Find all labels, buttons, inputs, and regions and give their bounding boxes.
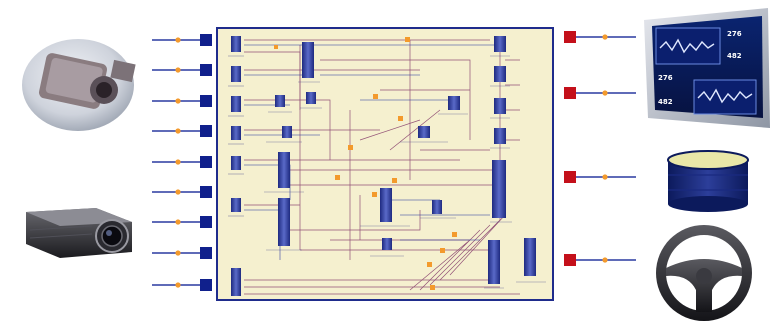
input-port	[152, 279, 212, 291]
input-port	[152, 216, 212, 228]
input-port	[152, 186, 212, 198]
output-port	[564, 87, 636, 99]
input-port	[152, 247, 212, 259]
industrial-camera-icon	[26, 208, 132, 258]
monitor-bottom-value-1: 276	[658, 74, 673, 82]
output-blocks	[494, 36, 506, 144]
input-port	[152, 95, 212, 107]
function-blocks	[275, 42, 536, 284]
output-ports	[564, 31, 636, 266]
camera-head-icon	[22, 39, 136, 131]
output-port	[564, 31, 636, 43]
monitor-bottom-value-2: 482	[658, 98, 673, 106]
lcd-monitor-icon: 276 482 276 482	[644, 8, 770, 128]
input-port	[152, 64, 212, 76]
monitor-top-value-1: 276	[727, 30, 742, 38]
output-port	[564, 171, 636, 183]
storage-disk-icon	[667, 150, 749, 212]
input-port	[152, 125, 212, 137]
processing-panel	[216, 27, 554, 301]
input-port	[152, 156, 212, 168]
internal-wiring	[244, 39, 520, 295]
input-port	[152, 34, 212, 46]
output-port	[564, 254, 636, 266]
steering-wheel-icon	[656, 225, 752, 321]
monitor-top-value-2: 482	[727, 52, 742, 60]
input-ports	[152, 34, 212, 291]
input-blocks	[231, 36, 241, 296]
